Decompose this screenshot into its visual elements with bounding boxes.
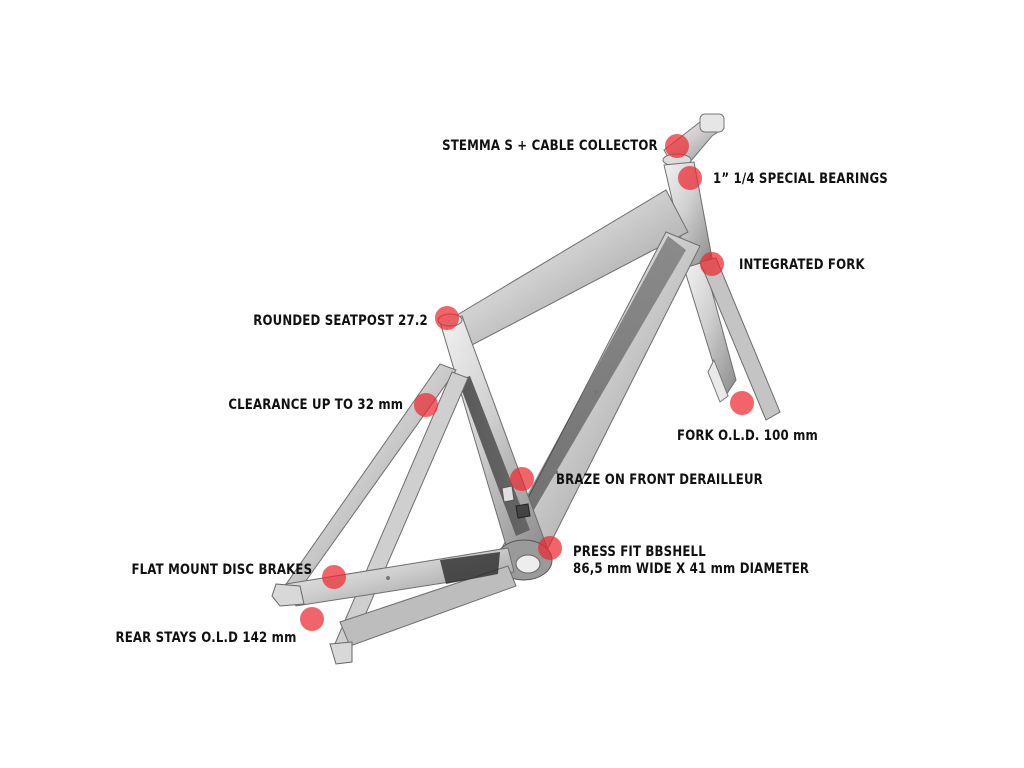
seat-tube [437, 313, 549, 553]
bbshell-marker [538, 536, 562, 560]
derailleur-label: BRAZE ON FRONT DERAILLEUR [556, 472, 763, 488]
bearings-marker [678, 166, 702, 190]
clearance-marker [414, 393, 438, 417]
bearings-label: 1” 1/4 SPECIAL BEARINGS [713, 171, 888, 187]
rear-old-label: REAR STAYS O.L.D 142 mm [114, 630, 296, 646]
seatpost-marker [435, 306, 459, 330]
stem-marker [665, 134, 689, 158]
stem-label: STEMMA S + CABLE COLLECTOR [442, 138, 658, 154]
derailleur-marker [510, 467, 534, 491]
derailleur-braze-on [501, 485, 531, 519]
integrated-fork-label: INTEGRATED FORK [739, 257, 865, 273]
fork-old-label: FORK O.L.D. 100 mm [677, 428, 818, 444]
bbshell-label-line2: 86,5 mm WIDE X 41 mm DIAMETER [573, 561, 810, 577]
integrated-fork-marker [700, 252, 724, 276]
fork [683, 257, 781, 421]
fork-old-marker [730, 391, 754, 415]
bbshell-label-line1: PRESS FIT BBSHELL [573, 544, 706, 560]
chain-stays [285, 547, 517, 647]
disc-brakes-label: FLAT MOUNT DISC BRAKES [131, 562, 312, 578]
seatpost-label: ROUNDED SEATPOST 27.2 [253, 313, 428, 329]
bottle-cage-bolts [386, 390, 598, 580]
dropouts [271, 583, 353, 665]
clearance-label: CLEARANCE UP TO 32 mm [228, 397, 403, 413]
disc-brakes-marker [322, 565, 346, 589]
rear-old-marker [300, 607, 324, 631]
bbshell-label: PRESS FIT BBSHELL 86,5 mm WIDE X 41 mm D… [573, 544, 809, 578]
